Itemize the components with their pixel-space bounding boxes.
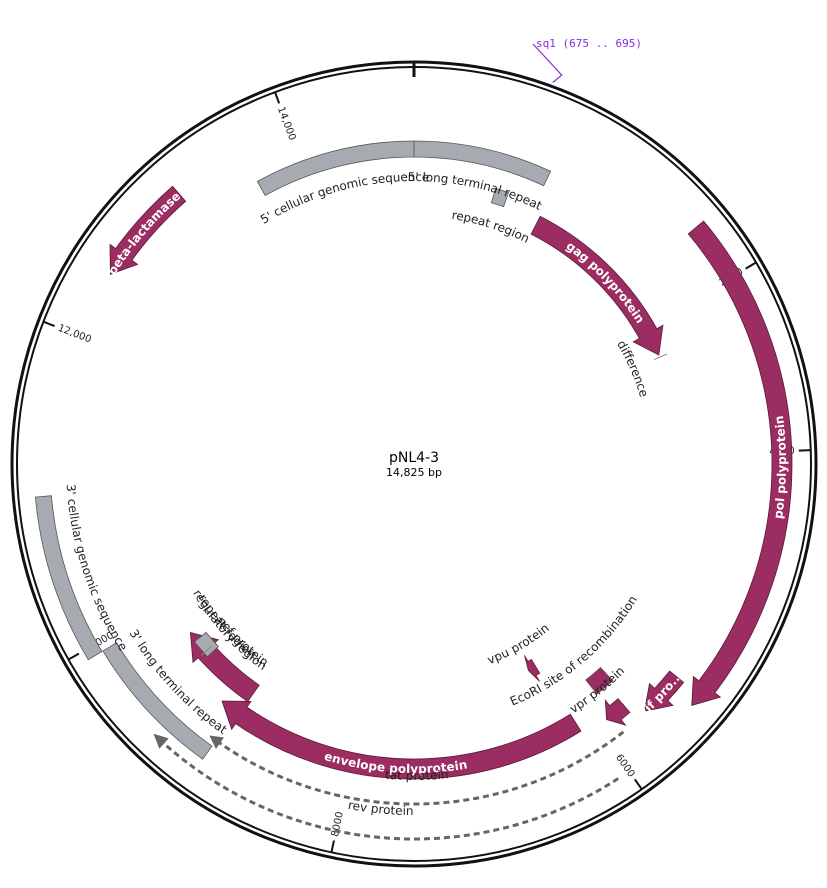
tick-label: 8000 <box>330 811 346 838</box>
feature-vpu-protein[interactable] <box>524 655 541 682</box>
tick-mark <box>67 652 80 661</box>
feature-difference-marker <box>654 353 668 360</box>
feature-pol-polyprotein[interactable] <box>687 220 793 706</box>
plasmid-name: pNL4-3 <box>389 450 439 466</box>
feature-gag-polyprotein[interactable] <box>530 215 664 356</box>
feature-label-vif-pro: vif pro... <box>636 668 686 720</box>
feature-rev-protein[interactable] <box>162 741 620 841</box>
tick-mark <box>330 840 335 853</box>
feature-repeat-region[interactable] <box>490 187 510 208</box>
plasmid-backbone <box>10 60 818 868</box>
feature-tat-protein[interactable] <box>218 730 625 806</box>
feature-beta-lactamase[interactable] <box>109 185 187 275</box>
tick-mark <box>43 320 55 327</box>
tick-label: 12,000 <box>56 323 93 346</box>
primer-leader-line <box>532 43 563 83</box>
feature-repeat-region[interactable] <box>193 631 219 658</box>
feature-3-cellular-genomic-sequence[interactable] <box>35 495 103 661</box>
feature-tat-protein-arrowhead <box>209 735 224 749</box>
tick-mark <box>745 261 757 270</box>
primer-label[interactable]: sq1 (675 .. 695) <box>536 37 642 50</box>
feature-vif-pro[interactable] <box>644 670 685 712</box>
tick-label: 6000 <box>613 752 637 779</box>
primer-annotation[interactable]: sq1 (675 .. 695) <box>532 37 642 83</box>
tick-mark <box>274 91 281 104</box>
features <box>35 140 793 841</box>
feature-envelope-polyprotein[interactable] <box>221 700 582 780</box>
feature-3-long-terminal-repeat[interactable] <box>102 642 213 760</box>
feature-label-vpu-protein: vpu protein <box>485 620 551 666</box>
feature-label-repeat-region: repeat region <box>451 207 532 245</box>
feature-label-ecori-site-of-recombination: EcoRI site of recombination <box>508 593 640 708</box>
plasmid-size: 14,825 bp <box>386 466 442 479</box>
feature-label-pol-polyprotein: pol polyprotein <box>771 415 789 520</box>
feature-5-long-terminal-repeat[interactable] <box>413 140 552 187</box>
feature-label-gag-polyprotein: gag polyprotein <box>564 238 648 325</box>
feature-label-tat-protein: tat protein <box>385 767 449 783</box>
feature-ecori-site-of-recombination[interactable] <box>585 666 614 695</box>
feature-rev-protein-arrowhead <box>153 733 169 749</box>
feature-regulatory-region-marker <box>201 645 213 656</box>
tick-mark <box>634 778 643 790</box>
feature-vpr-protein[interactable] <box>604 698 631 726</box>
tick-label: 14,000 <box>275 105 298 142</box>
feature-label-rev-protein: rev protein <box>347 797 414 817</box>
